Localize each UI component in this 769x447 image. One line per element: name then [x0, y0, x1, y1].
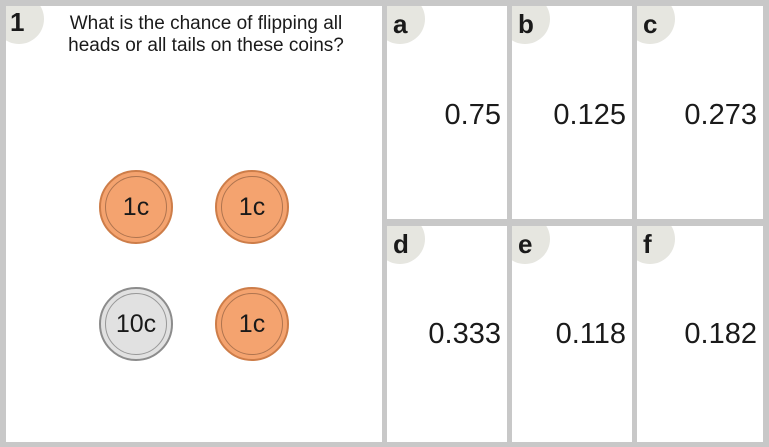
answer-option-a[interactable]: a 0.75: [387, 6, 507, 219]
answer-option-e[interactable]: e 0.118: [512, 226, 632, 442]
answer-option-d[interactable]: d 0.333: [387, 226, 507, 442]
option-value: 0.333: [428, 318, 501, 350]
coin-1c: 1c: [215, 170, 289, 244]
answer-option-f[interactable]: f 0.182: [637, 226, 763, 442]
option-value: 0.273: [684, 99, 757, 131]
option-value: 0.125: [553, 99, 626, 131]
option-letter: f: [643, 229, 652, 259]
option-value: 0.182: [684, 318, 757, 350]
coin-label: 1c: [238, 309, 266, 338]
coin-label: 1c: [122, 192, 150, 221]
answer-option-c[interactable]: c 0.273: [637, 6, 763, 219]
question-text: What is the chance of flipping all heads…: [68, 13, 344, 56]
option-value: 0.75: [444, 99, 501, 131]
option-letter: b: [518, 9, 534, 39]
option-value: 0.118: [555, 318, 626, 350]
option-letter: a: [393, 9, 408, 39]
option-letter: c: [643, 9, 658, 39]
answer-option-b[interactable]: b 0.125: [512, 6, 632, 219]
option-letter: d: [393, 229, 409, 259]
option-letter: e: [518, 229, 533, 259]
coin-10c: 10c: [99, 287, 173, 361]
question-number: 1: [10, 7, 25, 37]
question-panel: 1 What is the chance of flipping all hea…: [6, 6, 382, 442]
coin-1c: 1c: [99, 170, 173, 244]
coin-1c: 1c: [215, 287, 289, 361]
coin-label: 1c: [238, 192, 266, 221]
coin-label: 10c: [115, 309, 157, 338]
